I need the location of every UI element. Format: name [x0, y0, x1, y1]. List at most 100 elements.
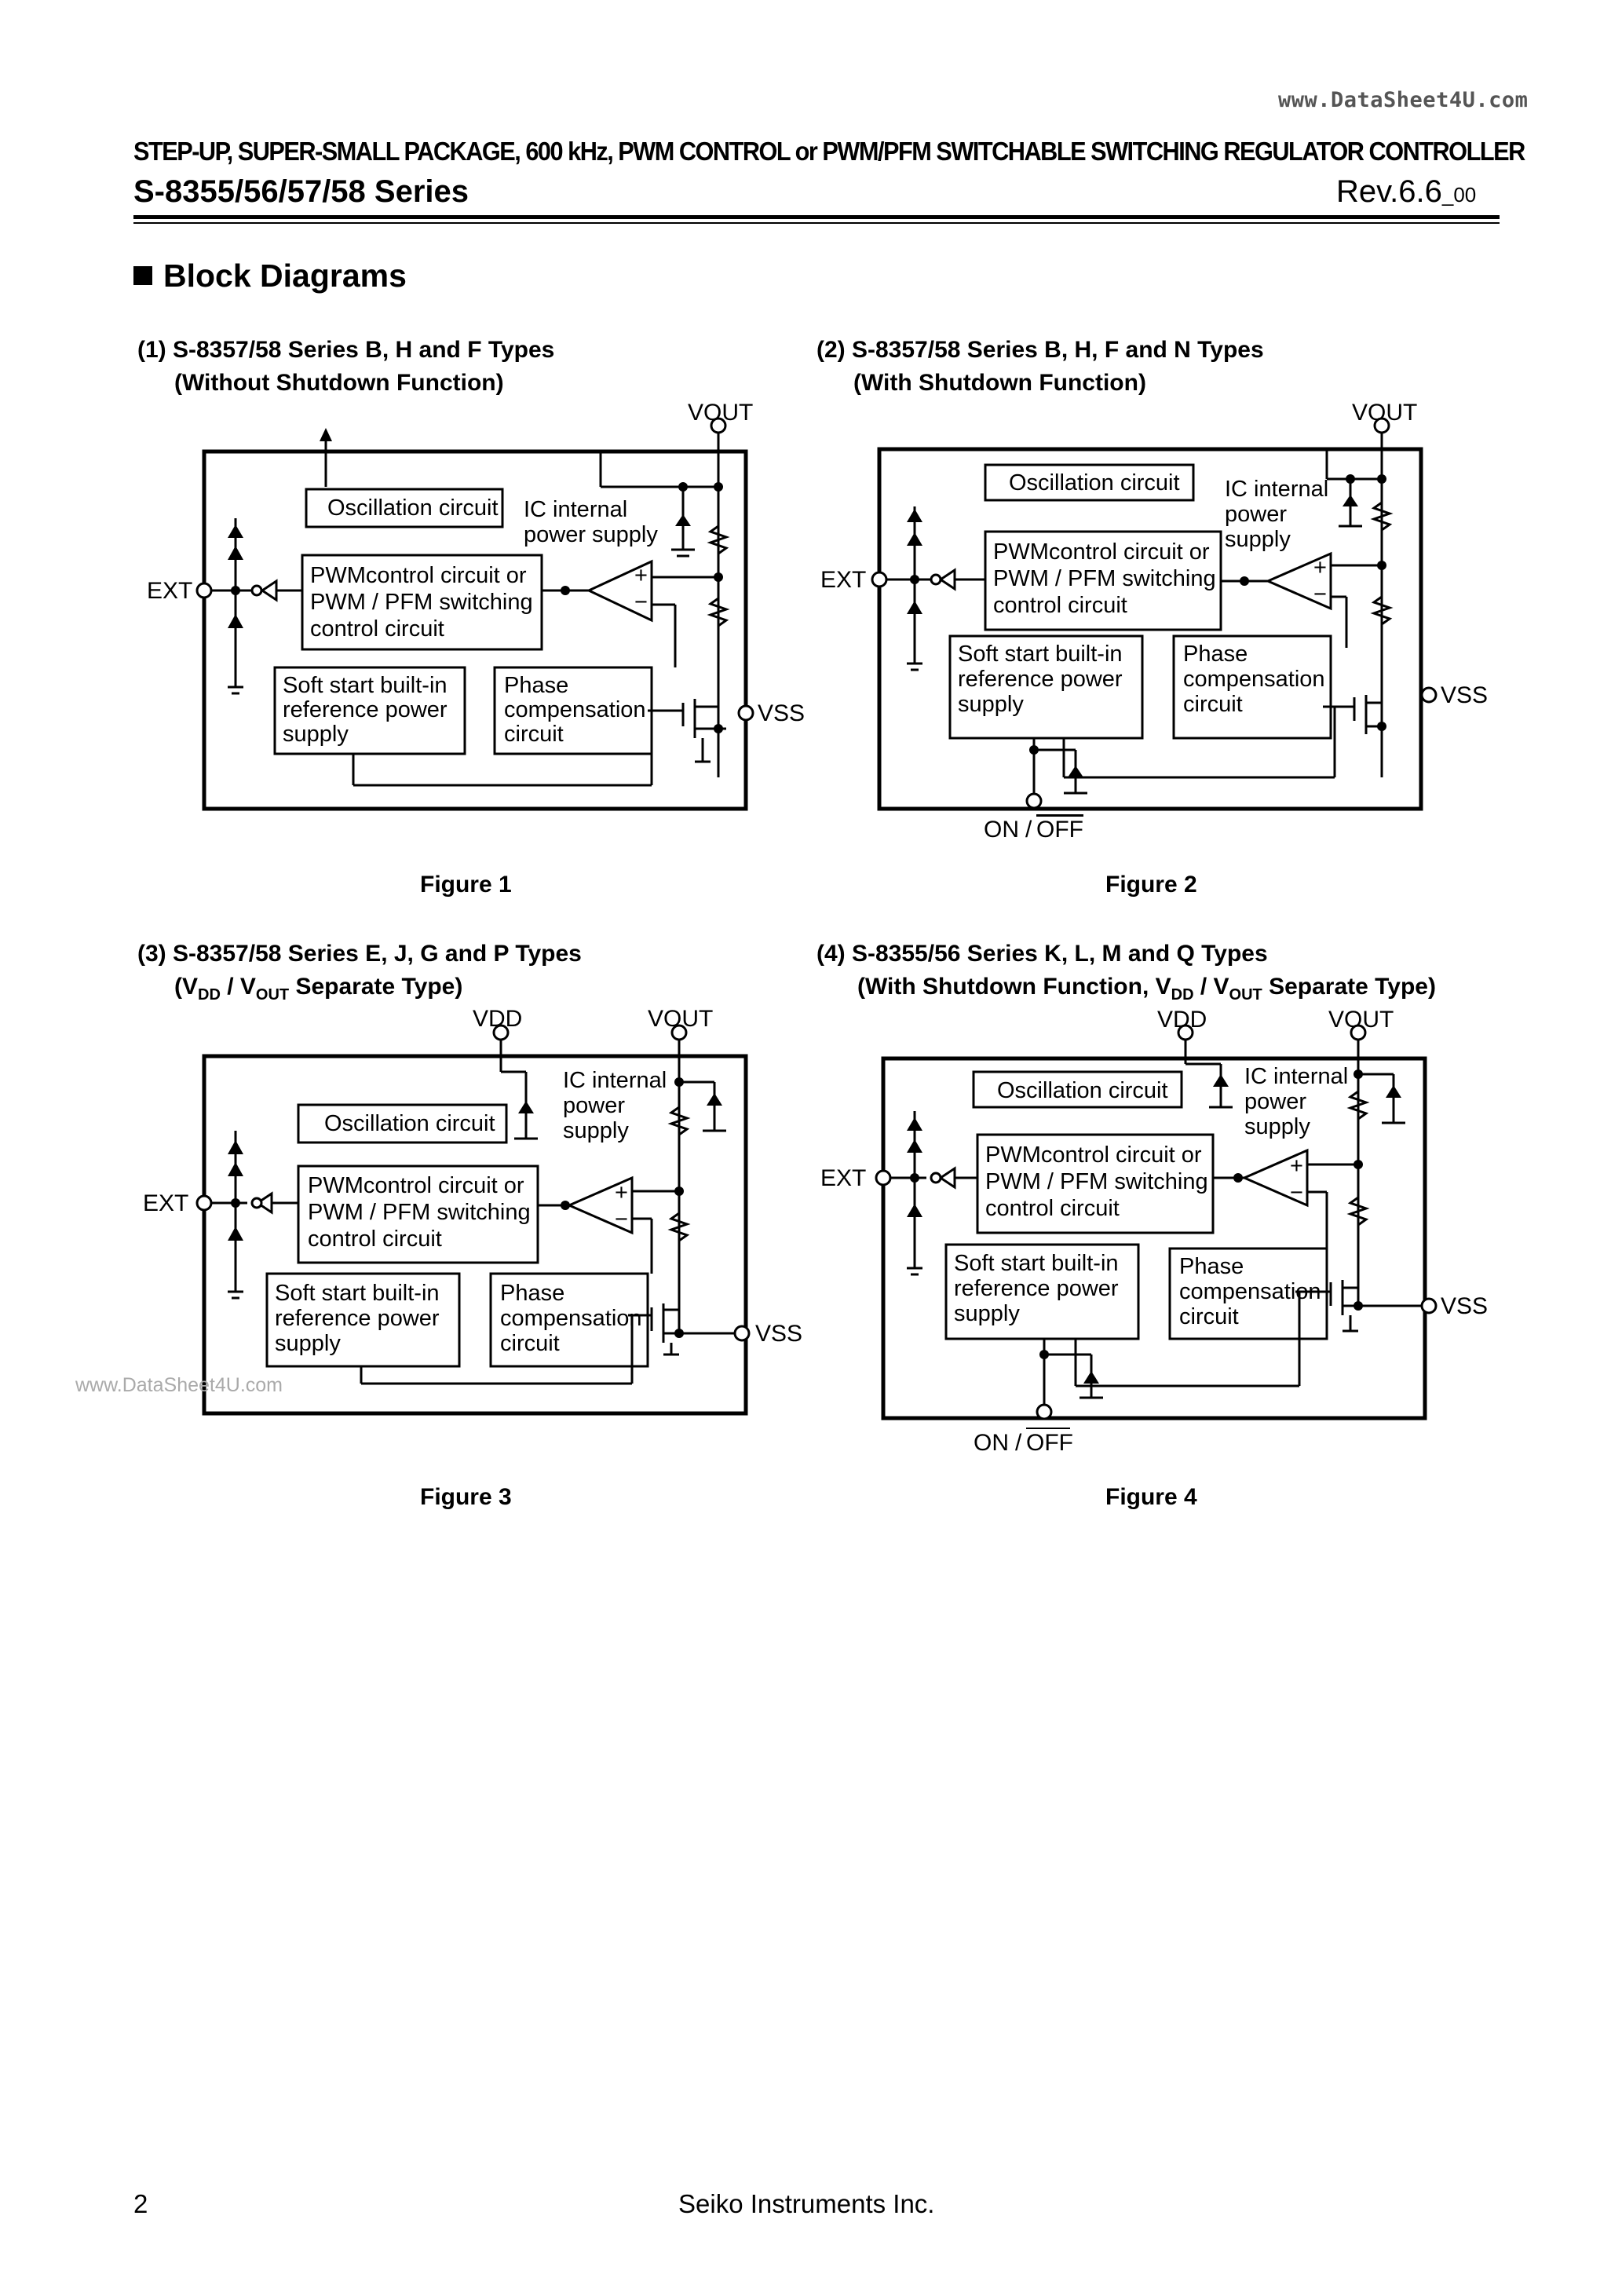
amp-plus-label: +: [634, 563, 648, 588]
watermark-mid: www.DataSheet4U.com: [75, 1374, 283, 1396]
vout-pin-label: VOUT: [1328, 1007, 1394, 1033]
phase-compensation-label-1: Phase: [1183, 642, 1248, 667]
power-label: power: [1225, 502, 1287, 527]
vss-pin-label: VSS: [1441, 682, 1488, 708]
figure-2-label: Figure 2: [1105, 872, 1197, 898]
block-diagram-figure-3: VDD VOUT EXT VSS Oscillation circuit IC …: [143, 1006, 802, 1416]
soft-start-label-2: reference power: [958, 667, 1123, 692]
pwm-control-label-2: PWM / PFM switching: [310, 590, 533, 615]
phase-compensation-label-2: compensation: [1183, 667, 1325, 692]
ic-internal-label: IC internal: [1244, 1064, 1348, 1089]
oscillation-circuit-label: Oscillation circuit: [327, 495, 499, 521]
diagram-2-caption: (2) S-8357/58 Series B, H, F and N Types…: [816, 334, 1264, 400]
soft-start-label-1: Soft start built-in: [283, 673, 448, 698]
diagram-1-caption-line2: (Without Shutdown Function): [174, 370, 504, 396]
phase-compensation-label-1: Phase: [500, 1281, 564, 1306]
pwm-control-label-1: PWMcontrol circuit or: [310, 563, 527, 588]
ext-pin-label: EXT: [820, 1165, 866, 1191]
phase-compensation-label-2: compensation: [504, 697, 646, 722]
soft-start-label-2: reference power: [283, 697, 448, 722]
pwm-control-label-3: control circuit: [310, 616, 444, 642]
ext-pin-label: EXT: [143, 1190, 188, 1216]
vss-pin-label: VSS: [1441, 1293, 1488, 1319]
pwm-control-label-2: PWM / PFM switching: [993, 566, 1216, 591]
phase-compensation-label-2: compensation: [500, 1306, 642, 1331]
phase-compensation-label-1: Phase: [504, 673, 568, 698]
ic-internal-label: IC internal: [563, 1068, 667, 1093]
soft-start-label-2: reference power: [275, 1306, 440, 1331]
phase-compensation-label-3: circuit: [1179, 1304, 1239, 1329]
header-rule-thin: [133, 222, 1500, 224]
ext-pin-label: EXT: [147, 578, 192, 604]
phase-compensation-label-3: circuit: [1183, 692, 1243, 717]
amp-plus-label: +: [1290, 1153, 1303, 1179]
pwm-control-label-2: PWM / PFM switching: [985, 1169, 1208, 1194]
diagram-2-caption-line2: (With Shutdown Function): [853, 370, 1146, 396]
phase-compensation-label-2: compensation: [1179, 1279, 1321, 1304]
amp-minus-label: −: [1290, 1180, 1303, 1205]
block-diagram-figure-4: VDD VOUT EXT VSS ON / OFF Oscillation ci…: [820, 1007, 1488, 1456]
pwm-control-label-1: PWMcontrol circuit or: [308, 1173, 524, 1198]
amp-plus-label: +: [1313, 555, 1327, 580]
pwm-control-label-1: PWMcontrol circuit or: [993, 539, 1210, 565]
figure-4-label: Figure 4: [1105, 1484, 1197, 1510]
figure-1-label: Figure 1: [420, 872, 512, 898]
diagram-1-caption: (1) S-8357/58 Series B, H and F Types (W…: [137, 334, 554, 400]
vout-pin-label: VOUT: [648, 1006, 713, 1032]
soft-start-label-3: supply: [958, 692, 1024, 717]
supply-label: supply: [563, 1118, 629, 1143]
pwm-control-label-2: PWM / PFM switching: [308, 1200, 531, 1225]
header-rule-thick: [133, 215, 1500, 219]
watermark-top: www.DataSheet4U.com: [1278, 88, 1529, 112]
phase-compensation-label-3: circuit: [504, 722, 564, 747]
revision-suffix: _00: [1441, 183, 1477, 207]
amp-plus-label: +: [615, 1180, 628, 1205]
ic-internal-label: IC internal: [524, 497, 627, 522]
pwm-control-label-3: control circuit: [308, 1227, 442, 1252]
supply-label: supply: [1244, 1114, 1310, 1139]
amp-minus-label: −: [1313, 582, 1327, 607]
diagram-3-caption-line1: (3) S-8357/58 Series E, J, G and P Types: [137, 941, 582, 967]
series-name: S-8355/56/57/58 Series: [133, 174, 469, 209]
soft-start-label-1: Soft start built-in: [275, 1281, 440, 1306]
phase-compensation-label-3: circuit: [500, 1331, 560, 1356]
power-supply-label: power supply: [524, 522, 658, 547]
soft-start-label-3: supply: [275, 1331, 341, 1356]
oscillation-circuit-label: Oscillation circuit: [1009, 470, 1180, 495]
revision: Rev.6.6_00: [1336, 174, 1476, 210]
section-title: Block Diagrams: [133, 258, 407, 294]
footer-company: Seiko Instruments Inc.: [678, 2189, 935, 2218]
vdd-pin-label: VDD: [473, 1006, 522, 1032]
power-label: power: [1244, 1089, 1306, 1114]
oscillation-circuit-label: Oscillation circuit: [324, 1111, 495, 1136]
off-label: OFF: [1036, 817, 1083, 843]
ic-internal-label: IC internal: [1225, 477, 1328, 502]
section-title-text: Block Diagrams: [163, 258, 407, 294]
vout-pin-label: VOUT: [1352, 400, 1417, 426]
soft-start-label-1: Soft start built-in: [958, 642, 1123, 667]
vout-pin-label: VOUT: [688, 400, 753, 426]
supply-label: supply: [1225, 527, 1291, 552]
pwm-control-label-3: control circuit: [993, 593, 1127, 618]
diagram-4-caption: (4) S-8355/56 Series K, L, M and Q Types…: [816, 938, 1436, 1011]
power-label: power: [563, 1093, 625, 1118]
diagram-3-caption: (3) S-8357/58 Series E, J, G and P Types…: [137, 938, 582, 1011]
block-diagram-figure-1: VOUT EXT VSS Oscillation circuit IC inte…: [147, 400, 805, 811]
diagram-2-caption-line1: (2) S-8357/58 Series B, H, F and N Types: [816, 337, 1264, 363]
diagram-1-caption-line1: (1) S-8357/58 Series B, H and F Types: [137, 337, 555, 363]
vdd-pin-label: VDD: [1157, 1007, 1207, 1033]
vss-pin-label: VSS: [758, 700, 805, 726]
amp-minus-label: −: [634, 590, 648, 615]
diagram-3-caption-line2: (VDD / VOUT Separate Type): [174, 974, 463, 1004]
vss-pin-label: VSS: [755, 1321, 802, 1347]
diagram-4-caption-line2: (With Shutdown Function, VDD / VOUT Sepa…: [857, 974, 1436, 1004]
off-label: OFF: [1026, 1430, 1073, 1456]
pwm-control-label-1: PWMcontrol circuit or: [985, 1143, 1202, 1168]
on-label: ON: [984, 817, 1019, 843]
page-number: 2: [133, 2189, 148, 2218]
oscillation-circuit-label: Oscillation circuit: [997, 1078, 1168, 1103]
ext-pin-label: EXT: [820, 567, 866, 593]
soft-start-label-3: supply: [283, 722, 349, 747]
soft-start-label-2: reference power: [954, 1276, 1119, 1301]
revision-number: Rev.6.6: [1336, 174, 1442, 209]
